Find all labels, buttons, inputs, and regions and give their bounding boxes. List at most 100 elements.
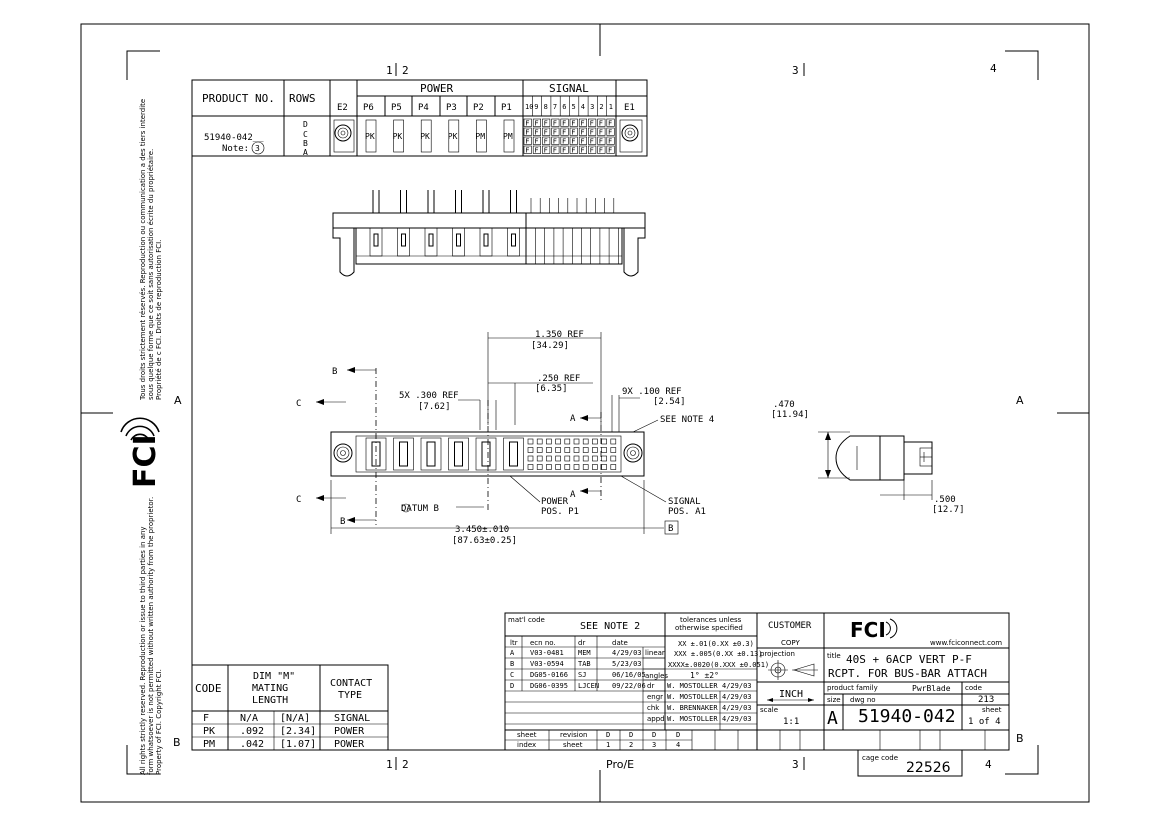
col-p5: P5 (391, 103, 402, 113)
signoff-name: W. MOSTOLLER (667, 693, 718, 701)
signal-hole (564, 464, 571, 470)
datum-box: B (668, 524, 673, 534)
row-c: C (303, 130, 308, 139)
signal-col-header: 3 (590, 103, 594, 111)
matl-code-label: mat'l code (508, 616, 545, 624)
section-c-bottom: C (296, 495, 301, 505)
size-value: A (827, 708, 838, 729)
see-note-2: SEE NOTE 2 (580, 621, 640, 632)
sheet-rev: D (629, 731, 633, 739)
signal-cell (578, 136, 588, 145)
sheet-num: 2 (629, 741, 633, 749)
col-p3: P3 (446, 103, 457, 113)
power-code: PM (475, 132, 485, 141)
projection-symbol-icon (768, 660, 818, 680)
col-e1: E1 (624, 103, 635, 113)
signal-cell (551, 136, 560, 145)
row-b: B (303, 139, 308, 148)
revision-label: revision (560, 731, 587, 739)
side-notes-english: All rights strictly reserved. Reproducti… (139, 497, 163, 775)
signal-hole (546, 438, 552, 445)
power-code: PK (365, 132, 375, 141)
zone-top-2: 2 (402, 64, 409, 77)
signoff-date: 4/29/03 (722, 682, 752, 690)
zone-top-4: 4 (990, 62, 997, 75)
signal-code: F (599, 147, 603, 155)
rev-cell: SJ (578, 671, 586, 679)
signal-cell (560, 118, 569, 127)
col-p4: P4 (418, 103, 429, 113)
signal-cell (542, 118, 551, 127)
signal-code: F (562, 138, 566, 146)
power-contact-slot (509, 441, 518, 467)
signal-hole (601, 455, 607, 462)
header-product-no: PRODUCT NO. (202, 92, 275, 105)
signoff-date: 4/29/03 (722, 693, 752, 701)
header-power: POWER (420, 82, 453, 95)
signal-hole (555, 447, 561, 453)
signal-hole (610, 447, 617, 453)
website: www.fciconnect.com (930, 639, 1002, 647)
section-a-bottom: A (570, 490, 576, 500)
signal-code: F (525, 138, 529, 146)
signal-code: F (534, 147, 538, 155)
signal-pos-label: SIGNAL (668, 497, 701, 507)
power-contact-window (428, 233, 434, 247)
signal-code: F (562, 129, 566, 137)
signal-code: F (544, 120, 548, 128)
signal-col-header: 10 (525, 103, 533, 111)
power-pos-label-2: POS. P1 (541, 507, 579, 517)
signal-code: F (608, 129, 612, 137)
dwg-no-label: dwg no (850, 696, 876, 704)
svg-text:form whatsoever is not permitt: form whatsoever is not permitted without… (147, 497, 155, 775)
signal-hole (601, 447, 607, 453)
zone-right-a: A (1016, 394, 1024, 407)
dim-overall-mm: [87.63±0.25] (452, 536, 517, 546)
signal-hole (610, 455, 617, 462)
power-code: PK (448, 132, 458, 141)
row-d: D (303, 120, 308, 129)
signal-hole (546, 455, 552, 462)
contact-type-cell: POWER (334, 739, 365, 750)
code-value: 213 (978, 695, 994, 705)
dimensions: 1.350 REF [34.29] .250 REF [6.35] 5X .30… (296, 330, 714, 546)
signal-hole (610, 464, 617, 470)
rev-cell: DG06-0395 (530, 682, 568, 690)
signal-code: F (562, 120, 566, 128)
rev-cell: D (510, 682, 514, 690)
sheet-rev: D (652, 731, 656, 739)
signal-cell (588, 127, 597, 136)
signal-cell (578, 118, 588, 127)
signal-col-header: 4 (581, 103, 585, 111)
section-b-top: B (332, 367, 337, 377)
signal-cell (569, 145, 578, 154)
signal-code: F (553, 147, 557, 155)
signal-cell (606, 127, 615, 136)
code-header: CODE (195, 682, 222, 695)
signal-hole (582, 438, 589, 445)
tol-line-2: XXX ±.005(0.XX ±0.13) (674, 650, 763, 658)
signal-code: F (590, 120, 594, 128)
signal-hole (555, 464, 561, 470)
signal-cell (588, 136, 597, 145)
signal-hole (536, 447, 543, 453)
dim-1350: 1.350 REF (535, 330, 584, 340)
signal-hole (536, 464, 543, 470)
signoff-name: W. MOSTOLLER (667, 715, 718, 723)
power-contact-window (511, 233, 516, 247)
signal-cell (551, 127, 560, 136)
signoff-name: W. MOSTOLLER (667, 682, 718, 690)
power-code: PM (503, 132, 513, 141)
signal-hole (527, 438, 534, 445)
dim-m-header: DIM "M" (253, 671, 295, 682)
power-contact-window (456, 233, 461, 247)
signoff-date: 4/29/03 (722, 715, 752, 723)
zone-bottom-4: 4 (985, 758, 992, 771)
signal-code: F (608, 147, 612, 155)
dim-5x300-mm: [7.62] (418, 402, 451, 412)
sheet-of: 1 of 4 (968, 717, 1001, 727)
signal-code: F (571, 138, 575, 146)
rev-header: ltr (510, 639, 518, 647)
power-contact-slot (481, 441, 491, 467)
